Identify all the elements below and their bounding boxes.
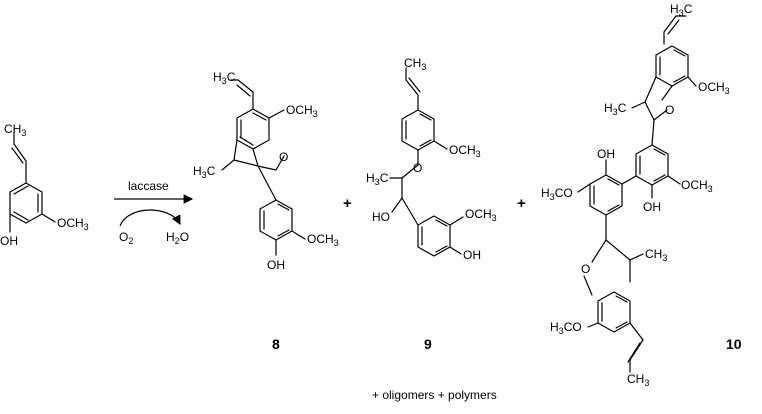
c10-oh-upper: OH xyxy=(597,147,615,161)
compound-9-structure xyxy=(389,67,464,257)
compound-10-structure xyxy=(577,15,697,373)
c10-h3co-bottom: H3CO xyxy=(550,320,582,336)
plus-sign-1: + xyxy=(343,195,352,212)
isoeugenol-oh: OH xyxy=(0,234,18,248)
c10-h3c-upper: H3C xyxy=(604,101,627,117)
c9-oh: OH xyxy=(463,248,481,262)
h2o-label: H2O xyxy=(166,230,189,246)
o2-label: O2 xyxy=(119,230,133,246)
c10-ring-o-lower: O xyxy=(581,262,590,276)
c10-ring-o-upper: O xyxy=(665,103,674,117)
isoeugenol-structure xyxy=(9,131,56,233)
compound-8-structure xyxy=(221,79,306,256)
catalyst-label: laccase xyxy=(128,179,169,193)
c10-och3-top: OCH3 xyxy=(698,80,730,96)
c8-oh: OH xyxy=(267,258,285,272)
c9-och3-lower: OCH3 xyxy=(465,207,497,223)
c9-ether-o: O xyxy=(413,161,422,175)
plus-sign-2: + xyxy=(517,195,526,212)
isoeugenol-ch3: CH3 xyxy=(4,122,26,138)
c10-h3c-top: H3C xyxy=(670,2,693,18)
c10-ch3-lower: CH3 xyxy=(645,247,667,263)
c10-h3co-left: H3CO xyxy=(541,186,573,202)
c9-ho: HO xyxy=(372,210,390,224)
c8-h3c: H3C xyxy=(213,70,236,86)
c8-h3c-methyl: H3C xyxy=(193,164,216,180)
compound-9-label: 9 xyxy=(424,336,432,352)
c10-ch3-bottom: CH3 xyxy=(627,372,649,388)
isoeugenol-och3: OCH3 xyxy=(57,216,89,232)
c8-och3: OCH3 xyxy=(286,103,318,119)
c9-h3c: H3C xyxy=(366,171,389,187)
compound-10-label: 10 xyxy=(726,336,742,352)
curved-arrow xyxy=(119,209,181,227)
c8-och3-lower: OCH3 xyxy=(307,232,339,248)
c9-och3: OCH3 xyxy=(449,143,481,159)
compound-8-label: 8 xyxy=(272,336,280,352)
footer-note: + oligomers + polymers xyxy=(372,388,497,402)
c10-oh-right: OH xyxy=(643,200,661,214)
c10-och3-right: OCH3 xyxy=(681,178,713,194)
c9-ch3: CH3 xyxy=(404,56,426,72)
c8-ring-o: O xyxy=(279,150,288,164)
